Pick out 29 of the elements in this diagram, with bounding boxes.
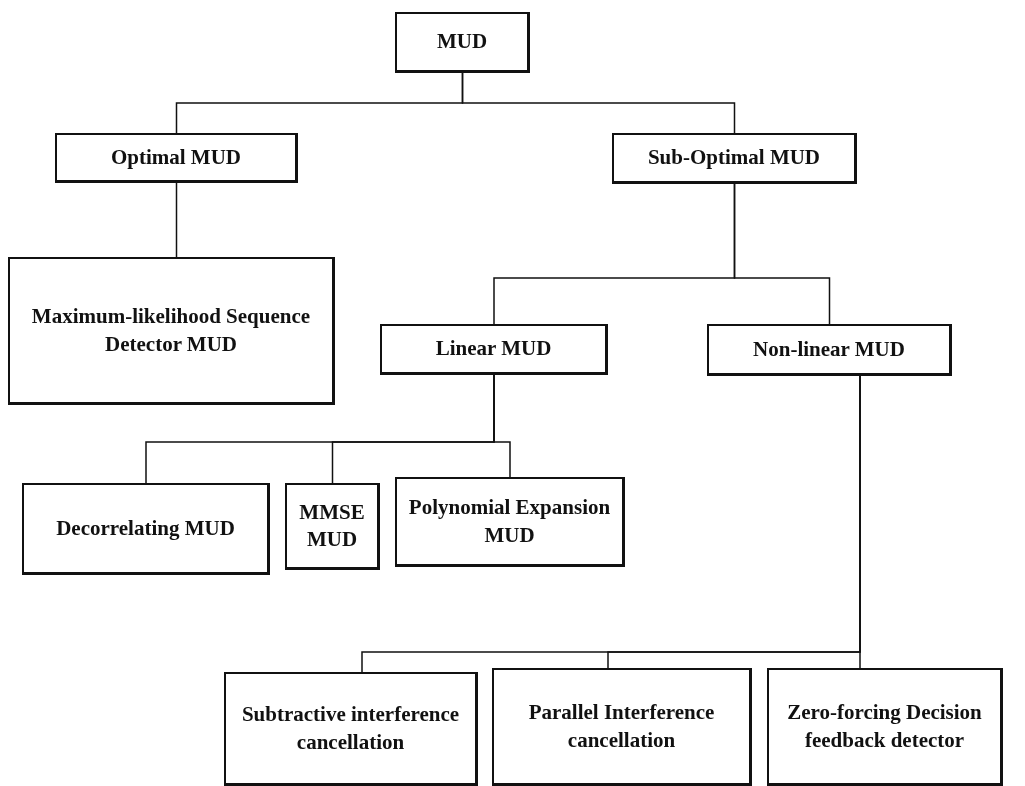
connector-line [493, 374, 511, 478]
node-box [285, 483, 380, 570]
node-label: MMSE MUD [298, 498, 366, 553]
node-label: Sub-Optimal MUD [646, 144, 822, 172]
node-label: Parallel Interference cancellation [527, 699, 716, 754]
connector-line [859, 375, 861, 669]
node-box [767, 668, 1003, 786]
node-label: Polynomial Expansion MUD [407, 494, 612, 549]
connector-line [461, 72, 736, 134]
connector-line [175, 182, 178, 258]
node-box [395, 12, 530, 73]
node-label: Maximum-likelihood Sequence Detector MUD [30, 303, 312, 358]
node-label: Subtractive interference cancellation [240, 701, 461, 756]
node-label: Optimal MUD [109, 143, 243, 171]
node-label: Linear MUD [434, 335, 553, 363]
node-box [380, 324, 608, 375]
node-label: Non-linear MUD [752, 335, 906, 363]
node-box [707, 324, 952, 376]
node-box [55, 133, 298, 183]
node-label: Zero-forcing Decision feedback detector [786, 699, 983, 754]
node-box [22, 483, 270, 575]
node-box [224, 672, 478, 786]
node-label: MUD [435, 28, 489, 56]
node-box [612, 133, 857, 184]
connector-line [733, 183, 831, 325]
node-box [492, 668, 752, 786]
node-box [8, 257, 335, 405]
node-label: Decorrelating MUD [55, 514, 236, 542]
node-box [395, 477, 625, 567]
